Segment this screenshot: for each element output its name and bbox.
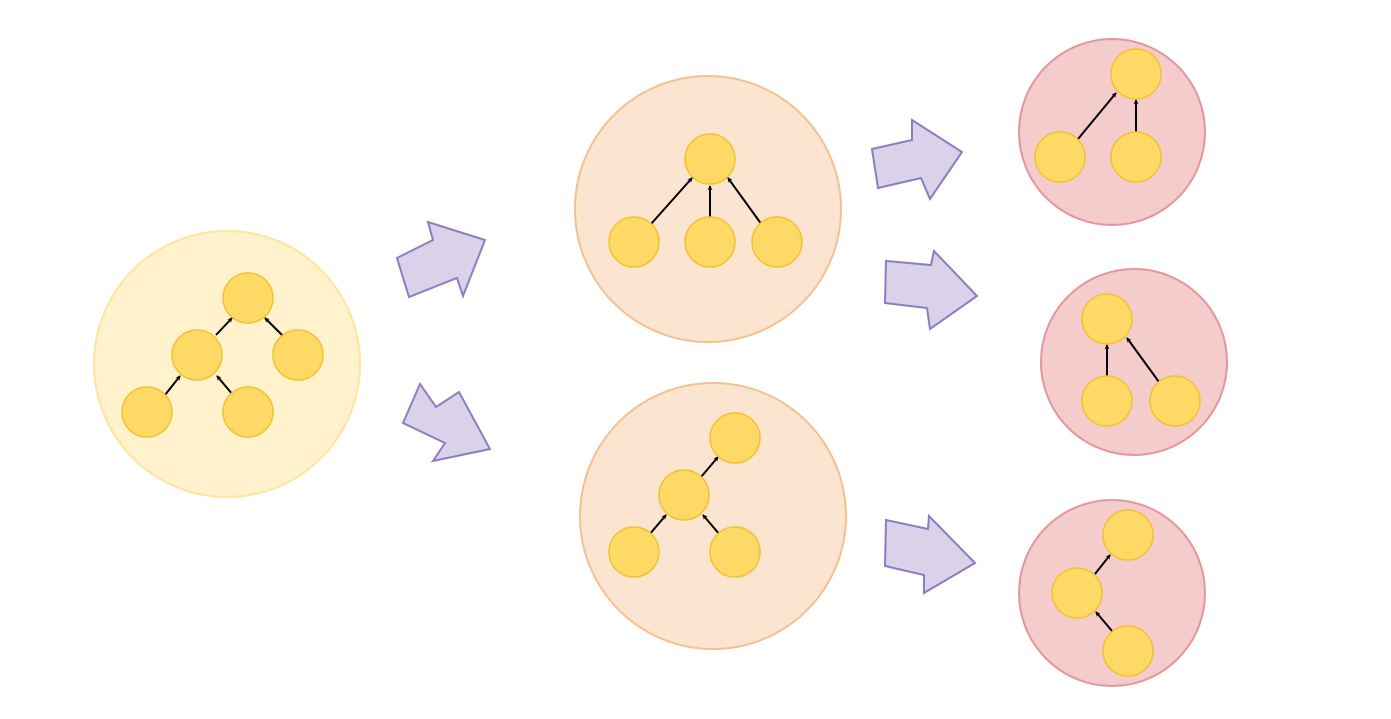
tree-edge bbox=[727, 177, 763, 226]
upper-mid-tree-group bbox=[574, 75, 842, 343]
tree-node bbox=[1110, 131, 1162, 183]
leaf-stage-circle bbox=[1018, 499, 1206, 687]
transition-arrow bbox=[395, 220, 487, 299]
tree-node bbox=[171, 329, 223, 381]
mid-stage-circle bbox=[579, 382, 847, 650]
tree-node bbox=[222, 272, 274, 324]
root-tree-group bbox=[93, 230, 361, 498]
transition-arrow bbox=[401, 381, 492, 463]
transition-arrow bbox=[883, 513, 977, 595]
tree-node bbox=[709, 412, 761, 464]
tree-node bbox=[709, 526, 761, 578]
leaf-tree-1-group bbox=[1018, 38, 1206, 226]
tree-node bbox=[684, 216, 736, 268]
tree-edge bbox=[1095, 611, 1113, 632]
transition-arrow bbox=[870, 118, 964, 202]
tree-node bbox=[222, 386, 274, 438]
tree-edge bbox=[1126, 337, 1160, 383]
tree-edge bbox=[648, 514, 667, 536]
tree-node bbox=[1081, 375, 1133, 427]
tree-edge bbox=[1094, 554, 1111, 575]
tree-node bbox=[608, 526, 660, 578]
tree-node bbox=[1102, 509, 1154, 561]
tree-node bbox=[121, 386, 173, 438]
leaf-tree-3-group bbox=[1018, 499, 1206, 687]
mid-stage-circle bbox=[574, 75, 842, 343]
tree-node bbox=[1051, 567, 1103, 619]
tree-edge bbox=[650, 177, 693, 225]
tree-node bbox=[1081, 293, 1133, 345]
leaf-stage-circle bbox=[1040, 268, 1228, 456]
tree-node bbox=[684, 133, 736, 185]
transition-arrow bbox=[883, 248, 979, 331]
tree-node bbox=[1149, 375, 1201, 427]
tree-node bbox=[272, 329, 324, 381]
tree-edge bbox=[1077, 92, 1117, 140]
tree-edge bbox=[215, 317, 233, 336]
tree-node bbox=[751, 216, 803, 268]
tree-edge bbox=[700, 456, 719, 478]
leaf-tree-2-group bbox=[1040, 268, 1228, 456]
tree-node bbox=[1110, 48, 1162, 100]
tree-edge bbox=[164, 375, 181, 396]
tree-edge bbox=[702, 514, 721, 536]
lower-mid-tree-group bbox=[579, 382, 847, 650]
tree-node bbox=[658, 469, 710, 521]
tree-node bbox=[1102, 625, 1154, 677]
tree-edge bbox=[216, 375, 234, 396]
tree-node bbox=[608, 216, 660, 268]
tree-edge bbox=[264, 317, 283, 336]
tree-node bbox=[1034, 131, 1086, 183]
